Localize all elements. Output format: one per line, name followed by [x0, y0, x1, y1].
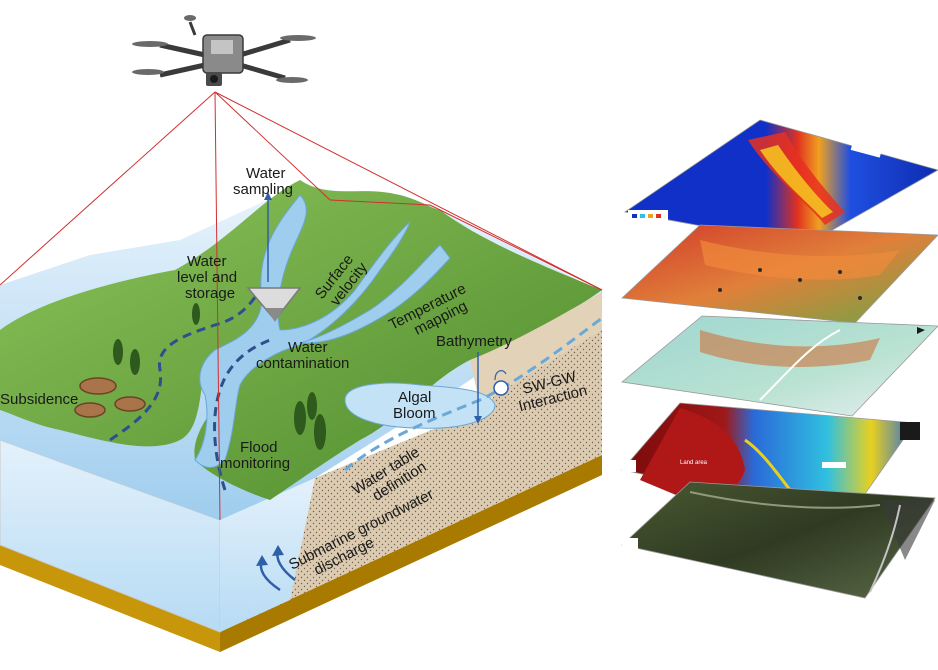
- map-layer-satellite: [621, 481, 936, 599]
- label-water-contamination-2: contamination: [256, 355, 349, 372]
- map-layer-terrain: [621, 224, 938, 324]
- river-main: [194, 194, 411, 468]
- bathymetry-arrowhead: [474, 416, 482, 424]
- tree-icon: [113, 303, 326, 450]
- sgd-arrowhead-2: [272, 545, 284, 556]
- label-subsidence: Subsidence: [0, 391, 78, 408]
- subsidence-crater-icon: [74, 377, 146, 418]
- drone-icon: [132, 15, 316, 86]
- label-land-area: Land area: [680, 460, 708, 466]
- label-water-level-2: level and: [177, 269, 237, 286]
- label-algal-1: Algal: [398, 389, 431, 406]
- label-flood-1: Flood: [240, 439, 278, 456]
- label-water-sampling-2: sampling: [233, 181, 293, 198]
- lake-algal: [344, 382, 496, 429]
- sgd-arrowhead-1: [256, 555, 268, 566]
- map-layer-orthophoto: [621, 315, 938, 417]
- label-water-level-1: Water: [187, 253, 226, 270]
- block-base-left: [0, 545, 220, 652]
- swgw-marker: [493, 380, 509, 396]
- label-water-level-3: storage: [185, 285, 235, 302]
- drone-footprint-lines: [0, 91, 603, 521]
- block-base-right: [220, 455, 602, 652]
- sampler-funnel-icon: [246, 287, 302, 322]
- label-water-sampling-1: Water: [246, 165, 285, 182]
- map-layer-thermal: [623, 119, 938, 246]
- soil-shore: [470, 292, 602, 405]
- label-algal-2: Bloom: [393, 405, 436, 422]
- block-right-soil: [220, 290, 602, 632]
- river-channel-2: [299, 244, 451, 344]
- map-layer-bathymetry: Land area: [621, 402, 920, 516]
- label-water-contamination-1: Water: [288, 339, 327, 356]
- block-right-water: [220, 478, 315, 632]
- label-flood-2: monitoring: [220, 455, 290, 472]
- sampling-arrowhead: [264, 192, 272, 200]
- water-table-line: [344, 316, 603, 472]
- label-bathymetry: Bathymetry: [436, 333, 512, 350]
- swgw-arrow: [494, 370, 507, 381]
- flood-boundary-line-1: [109, 289, 262, 442]
